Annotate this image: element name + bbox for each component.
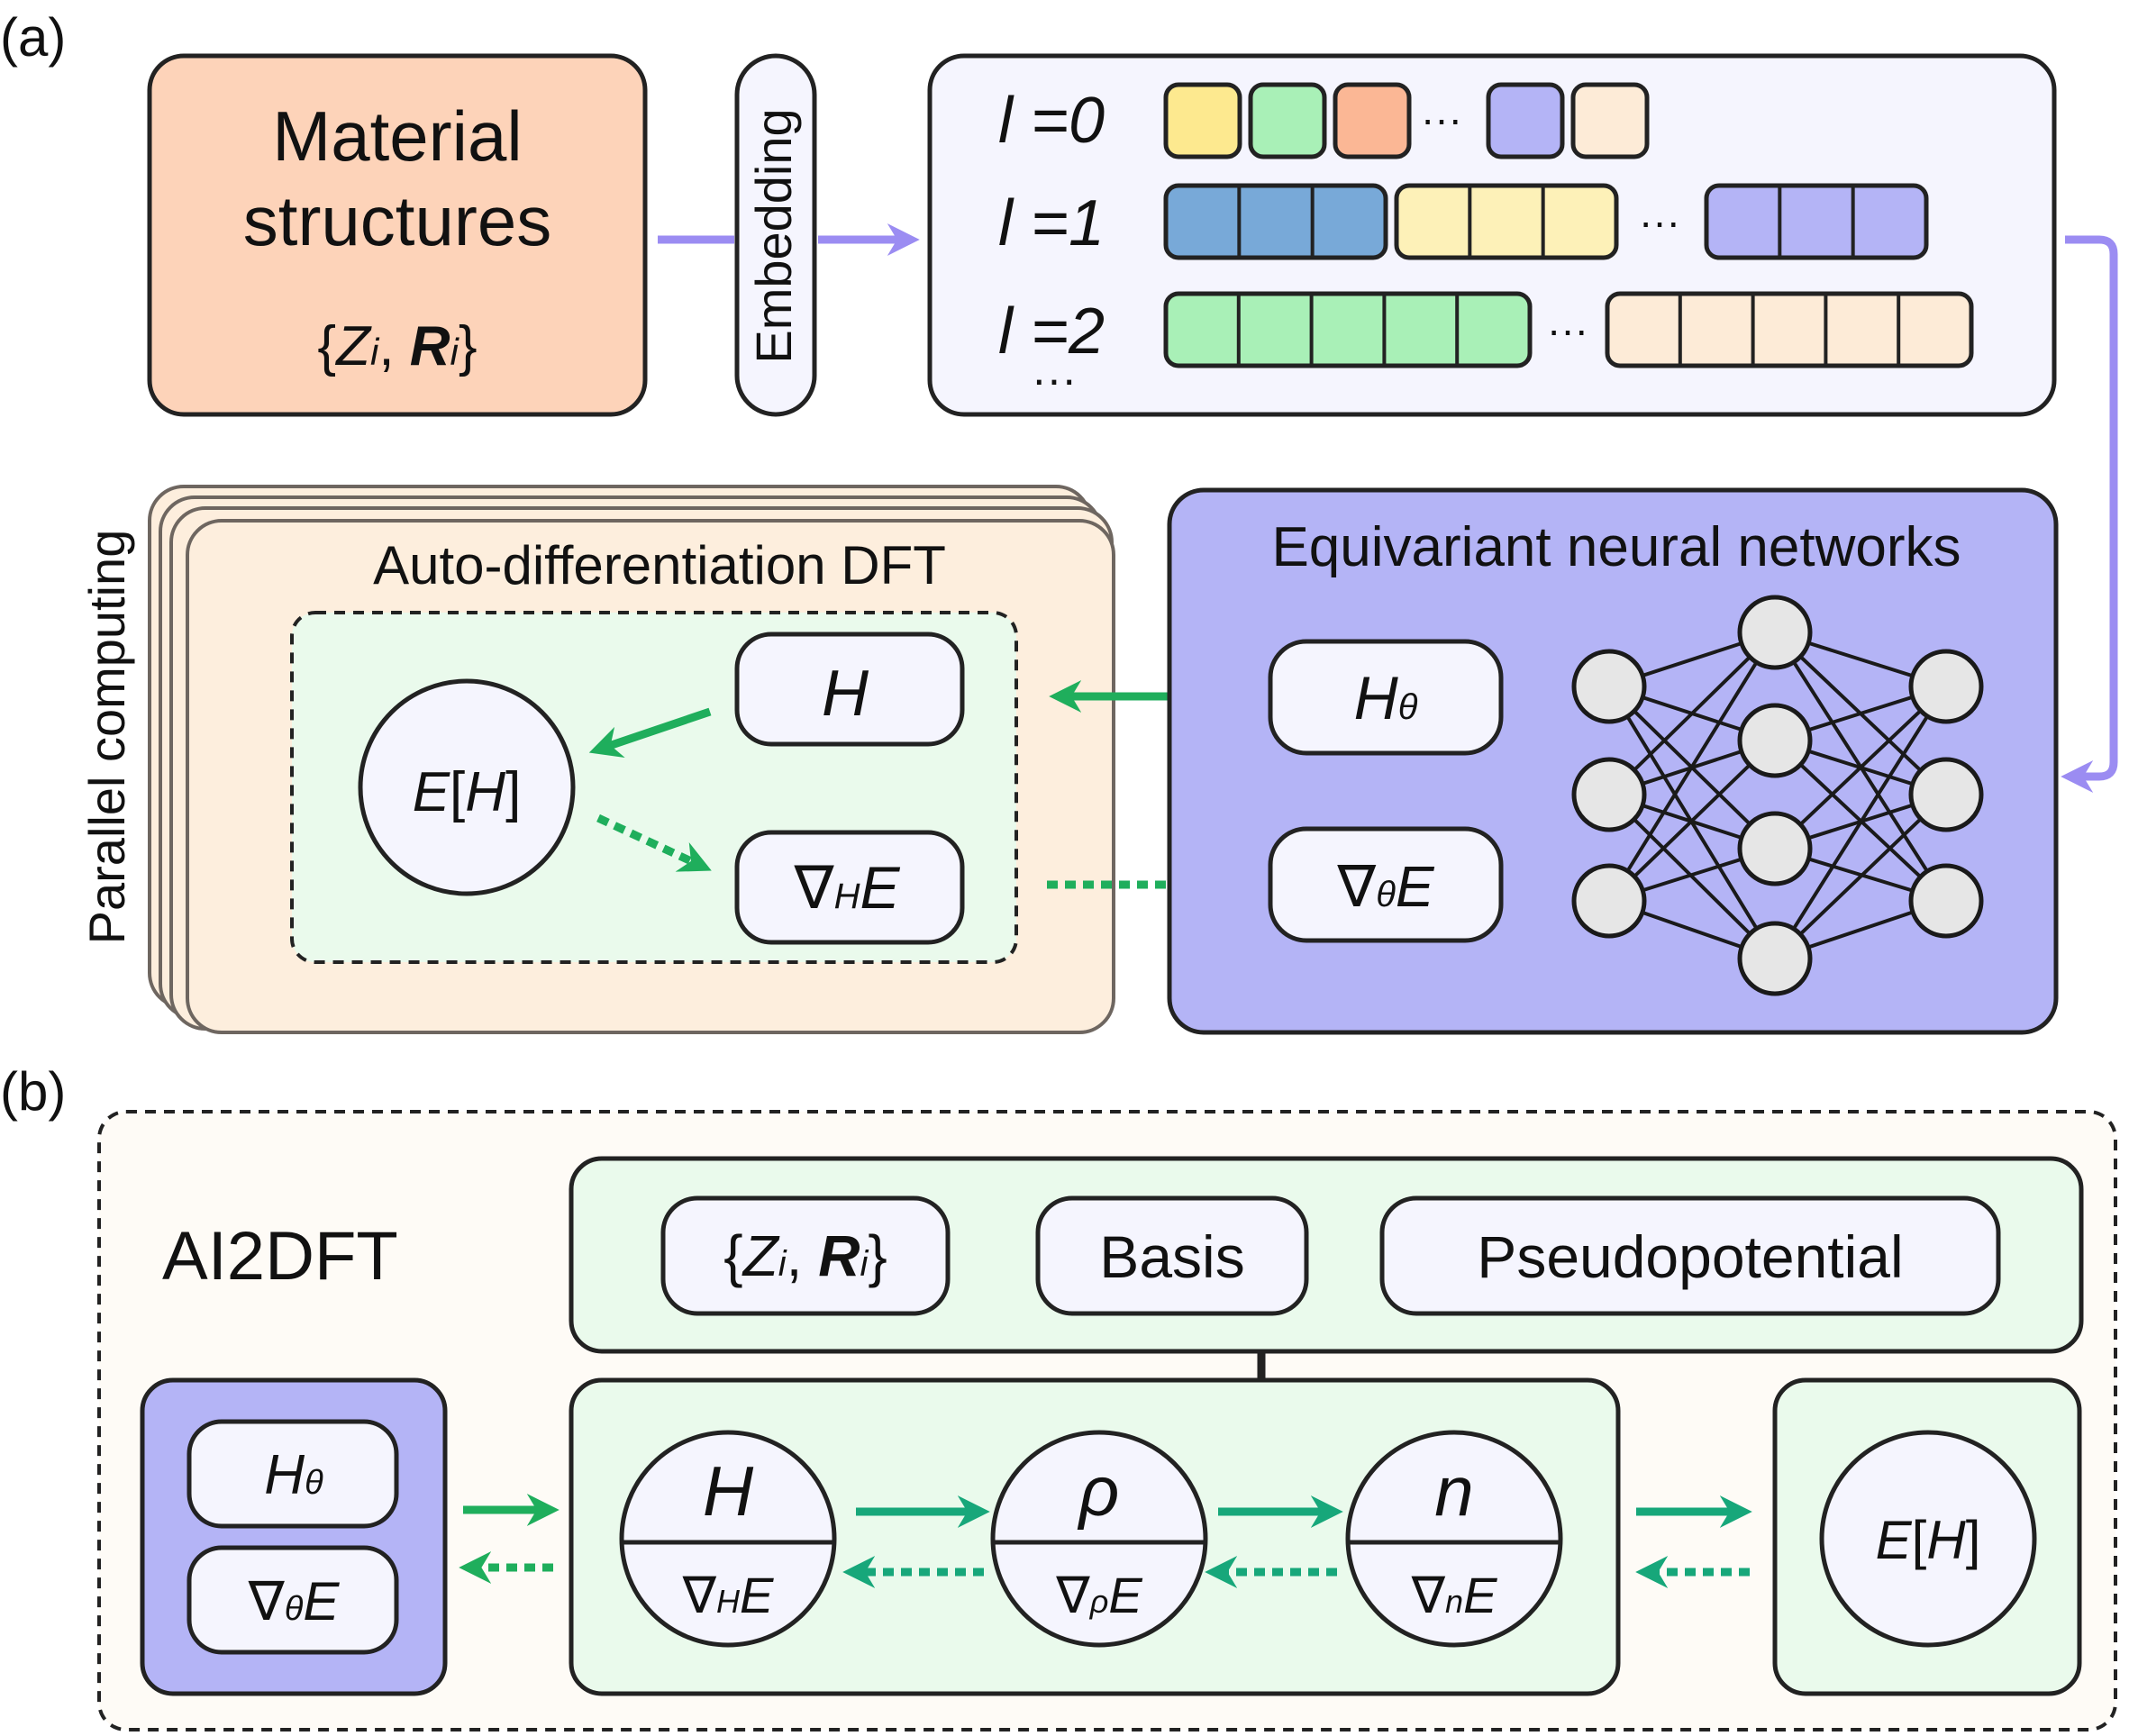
nn-edge (1773, 793, 1948, 960)
autodiff-title: Auto-differentiation DFT (373, 535, 946, 595)
model-h-theta-box (187, 1419, 399, 1529)
feature-dots-0: ··· (1421, 95, 1462, 142)
chain-top-label: H (703, 1451, 754, 1531)
feature-block (1394, 183, 1619, 260)
enn-box: Equivariant neural networks Hθ ∇θE (1167, 487, 2059, 1035)
feature-block (1333, 82, 1412, 159)
embedding-label: Embedding (745, 108, 802, 363)
model-h-theta-label: Hθ (264, 1444, 323, 1506)
chain-top-label: n (1434, 1451, 1473, 1531)
embedding-box: Embedding (734, 53, 817, 417)
nn-edge (1607, 739, 1777, 903)
hamiltonian-box (734, 632, 965, 747)
grad-h-box (734, 830, 965, 945)
chain-bottom-label: ∇nE (1411, 1567, 1498, 1623)
energy-b-circle (1819, 1430, 2037, 1648)
panel-a-label: (a) (0, 7, 66, 68)
hamiltonian-label: H (822, 658, 869, 730)
feature-block (1486, 82, 1565, 159)
basis-box (1035, 1195, 1309, 1316)
nn-node (1737, 921, 1813, 996)
energy-circle (358, 678, 576, 896)
pseudopotential-box (1379, 1195, 2001, 1316)
ai2dft-title: AI2DFT (162, 1218, 398, 1295)
nn-node (1571, 757, 1647, 832)
chain-node: n ∇nE (1345, 1430, 1563, 1648)
nn-node (1571, 863, 1647, 939)
chain-bottom-label: ∇ρE (1055, 1567, 1142, 1623)
material-title-line1: Material (272, 96, 522, 176)
feature-block (1163, 82, 1242, 159)
material-structures-box: Material structures {Zi, Ri} (147, 53, 648, 417)
basis-label: Basis (1099, 1223, 1244, 1290)
nn-node (1908, 757, 1984, 832)
nn-edge (1773, 685, 1948, 850)
neural-network-icon (1571, 595, 1984, 996)
nn-node (1571, 649, 1647, 724)
feature-row-label-2: l =2 (998, 295, 1105, 368)
feature-dots-1: ··· (1639, 198, 1680, 245)
feature-block (1570, 82, 1650, 159)
dashed-arrow-icon (596, 813, 712, 872)
arrow-left-icon (588, 707, 712, 758)
nn-node (1908, 649, 1984, 724)
feature-block (1704, 183, 1929, 260)
nn-edge (1607, 631, 1777, 796)
enn-title: Equivariant neural networks (1271, 516, 1961, 578)
chain-bottom-label: ∇HE (682, 1567, 774, 1623)
parallel-computing-label: Parallel computing (78, 530, 135, 945)
chain: H ∇HE ρ ∇ρE n ∇nE (619, 1430, 1563, 1648)
chain-node: ρ ∇ρE (990, 1430, 1208, 1648)
chain-top-label: ρ (1078, 1451, 1120, 1531)
feature-box: l =0 l =1 l =2 ··· ··· ··· ··· (927, 53, 2057, 417)
feature-block (1605, 291, 1974, 368)
model-grad-theta-box (187, 1545, 399, 1655)
feature-block (1163, 291, 1533, 368)
grad-theta-box (1268, 826, 1504, 943)
h-theta-box (1268, 639, 1504, 756)
nn-node (1737, 811, 1813, 886)
feature-cells (1163, 82, 1974, 368)
structure-label: {Zi, Ri} (723, 1223, 887, 1288)
material-title-line2: structures (243, 181, 551, 260)
nn-edge (1607, 631, 1777, 903)
feature-row-label-1: l =1 (998, 187, 1105, 259)
nn-node (1737, 703, 1813, 778)
panel-b-label: (b) (0, 1061, 66, 1122)
elbow-arrow-icon (2061, 235, 2118, 793)
h-theta-label: Hθ (1354, 664, 1418, 732)
chain-node: H ∇HE (619, 1430, 837, 1648)
energy-b-label: E[H] (1876, 1510, 1981, 1570)
grad-theta-label: ∇θE (1336, 854, 1435, 919)
energy-label: E[H] (413, 761, 522, 823)
feature-row-label-0: l =0 (998, 85, 1105, 157)
nn-edge (1773, 685, 1948, 960)
nn-node (1737, 595, 1813, 670)
feature-block (1248, 82, 1327, 159)
feature-dots-2: ··· (1547, 306, 1588, 353)
feature-more-dots: ··· (1032, 354, 1077, 404)
feature-block (1163, 183, 1388, 260)
structure-box (660, 1195, 951, 1316)
nn-node (1908, 863, 1984, 939)
pseudopotential-label: Pseudopotential (1477, 1223, 1903, 1290)
